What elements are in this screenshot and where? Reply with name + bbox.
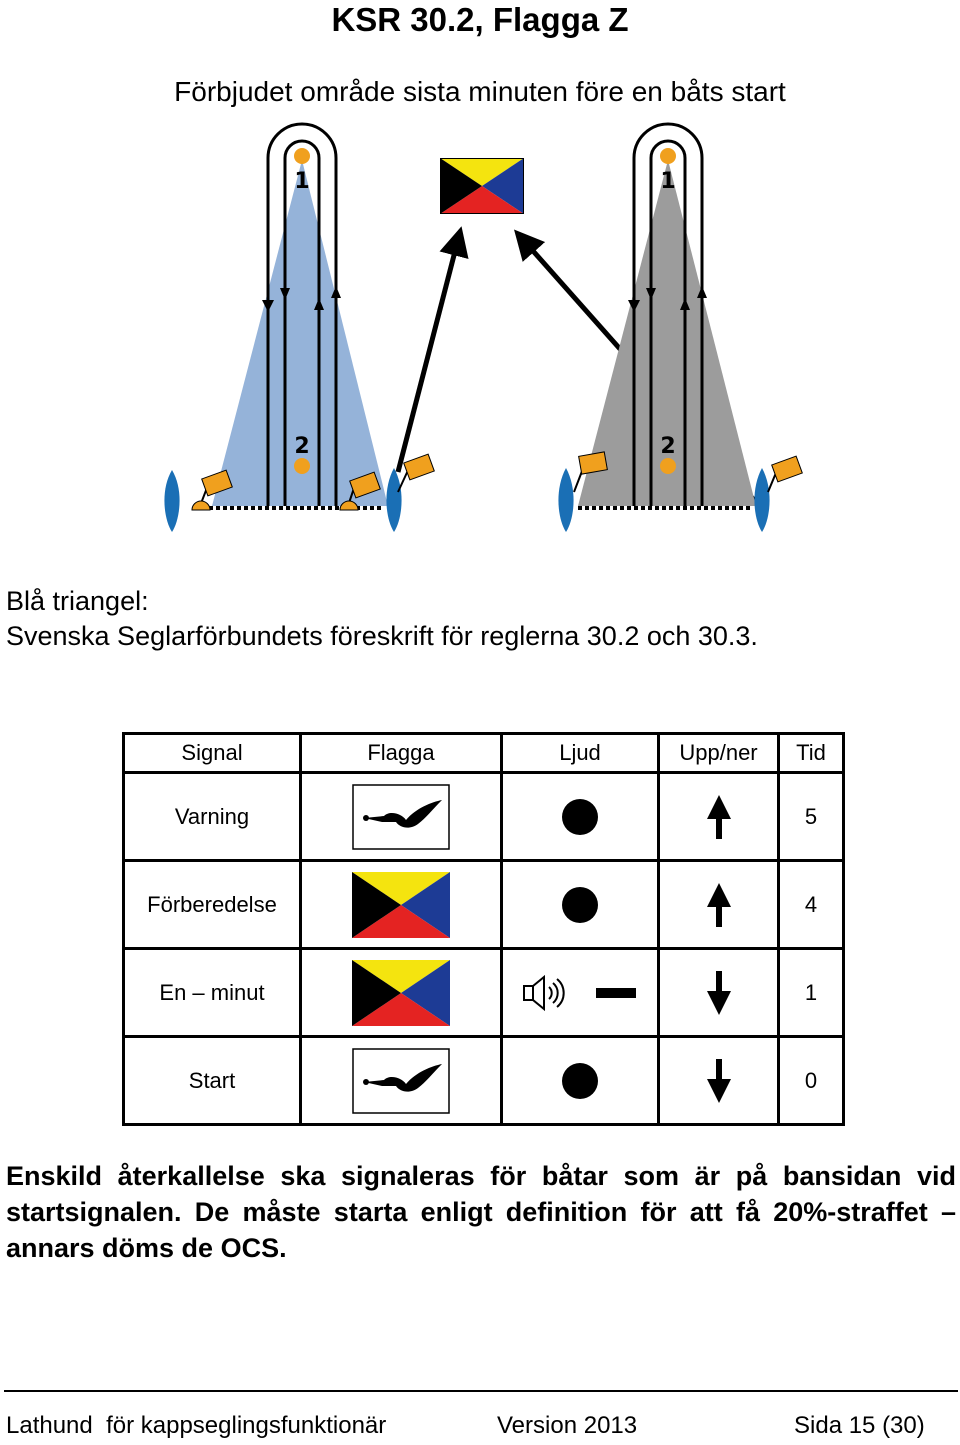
track-arrow-icon (280, 288, 290, 300)
note-heading: Blå triangel: (6, 586, 149, 616)
down-arrow-icon (706, 1058, 731, 1103)
pin-flag-icon (578, 451, 608, 475)
start-boat-icon (558, 468, 574, 532)
signal-cell: Förberedelse (122, 859, 302, 950)
one-sound-icon (562, 886, 598, 923)
track-arrow-icon (628, 300, 640, 312)
rounding-track-left (266, 122, 338, 506)
mark-1-label: 1 (294, 169, 309, 194)
gray-triangle (578, 160, 756, 506)
mark-1-icon (660, 148, 676, 164)
sound-cell (500, 859, 660, 950)
start-boat-icon (386, 468, 402, 532)
table-row: En – minut (122, 947, 845, 1038)
direction-cell (657, 771, 780, 862)
signal-cell: Start (122, 1035, 302, 1126)
down-arrow-icon (706, 970, 731, 1015)
time-cell: 4 (777, 859, 845, 950)
pin-flag-icon (771, 455, 803, 483)
flag-cell (299, 859, 503, 950)
mark-1-label: 1 (660, 169, 675, 194)
up-arrow-icon (706, 882, 731, 927)
track-arrow-icon (331, 286, 341, 298)
blue-triangle (212, 160, 388, 506)
recall-paragraph: Enskild återkallelse ska signaleras för … (6, 1161, 956, 1263)
mark-2-icon (294, 458, 310, 474)
mark-2-label: 2 (294, 434, 309, 459)
z-flag-icon (440, 158, 524, 214)
page-subtitle: Förbjudet område sista minuten före en b… (174, 76, 786, 107)
table-header-row: Signal Flagga Ljud Upp/ner Tid (122, 732, 845, 774)
track-arrow-icon (262, 300, 274, 312)
buoy-icon (339, 500, 359, 511)
z-flag-icon (352, 871, 450, 938)
footer-page-number: Sida 15 (30) (794, 1412, 925, 1439)
speaker-icon (523, 974, 565, 1011)
class-flag-icon (352, 1047, 450, 1114)
footer-divider (4, 1390, 958, 1392)
mark-2-icon (660, 458, 676, 474)
sound-cell (500, 771, 660, 862)
page-title: KSR 30.2, Flagga Z (331, 1, 629, 38)
table-row: Start 0 (122, 1035, 845, 1126)
sound-cell (500, 947, 660, 1038)
start-boat-icon (754, 468, 770, 532)
buoy-icon (191, 500, 211, 511)
up-arrow-icon (706, 794, 731, 839)
blue-triangle-note: Blå triangel: Svenska Seglarförbundets f… (6, 584, 758, 654)
table-row: Förberedelse 4 (122, 859, 845, 950)
arrow-icon (395, 226, 469, 473)
time-cell: 5 (777, 771, 845, 862)
rounding-track-inner-right (649, 139, 687, 506)
header-flagga: Flagga (299, 732, 503, 774)
time-cell: 1 (777, 947, 845, 1038)
note-text: Svenska Seglarförbundets föreskrift för … (6, 621, 758, 651)
pin-flag-icon (403, 453, 435, 481)
header-ljud: Ljud (500, 732, 660, 774)
mark-2-label: 2 (660, 434, 675, 459)
mark-1-icon (294, 148, 310, 164)
header-tid: Tid (777, 732, 845, 774)
left-course-group: 1 2 (164, 122, 435, 532)
track-arrow-icon (697, 286, 707, 298)
footer-doc-title: Lathund för kappseglingsfunktionär (6, 1412, 387, 1439)
track-arrow-icon (680, 298, 690, 310)
signal-cell: Varning (122, 771, 302, 862)
flag-cell (299, 947, 503, 1038)
flag-cell (299, 1035, 503, 1126)
signal-table: Signal Flagga Ljud Upp/ner Tid Varning (122, 732, 845, 1126)
track-arrow-icon (314, 298, 324, 310)
pin-flag-icon (349, 471, 381, 499)
direction-cell (657, 947, 780, 1038)
class-flag-icon (352, 783, 450, 850)
start-area-diagram: 1 2 1 2 (164, 122, 803, 532)
time-cell: 0 (777, 1035, 845, 1126)
signal-cell: En – minut (122, 947, 302, 1038)
table-row: Varning 5 (122, 771, 845, 862)
sound-cell (500, 1035, 660, 1126)
long-sound-icon (523, 974, 636, 1011)
rounding-track-right (632, 122, 704, 506)
one-sound-icon (562, 1062, 598, 1099)
direction-cell (657, 859, 780, 950)
flag-cell (299, 771, 503, 862)
track-arrow-icon (646, 288, 656, 300)
header-upp-ner: Upp/ner (657, 732, 780, 774)
start-boat-icon (164, 470, 180, 532)
rounding-track-inner-left (283, 139, 321, 506)
pin-flag-icon (201, 469, 233, 497)
header-signal: Signal (122, 732, 302, 774)
one-sound-icon (562, 798, 598, 835)
right-course-group: 1 2 (558, 122, 803, 532)
direction-cell (657, 1035, 780, 1126)
footer-version: Version 2013 (497, 1412, 638, 1439)
z-flag-icon (352, 959, 450, 1026)
